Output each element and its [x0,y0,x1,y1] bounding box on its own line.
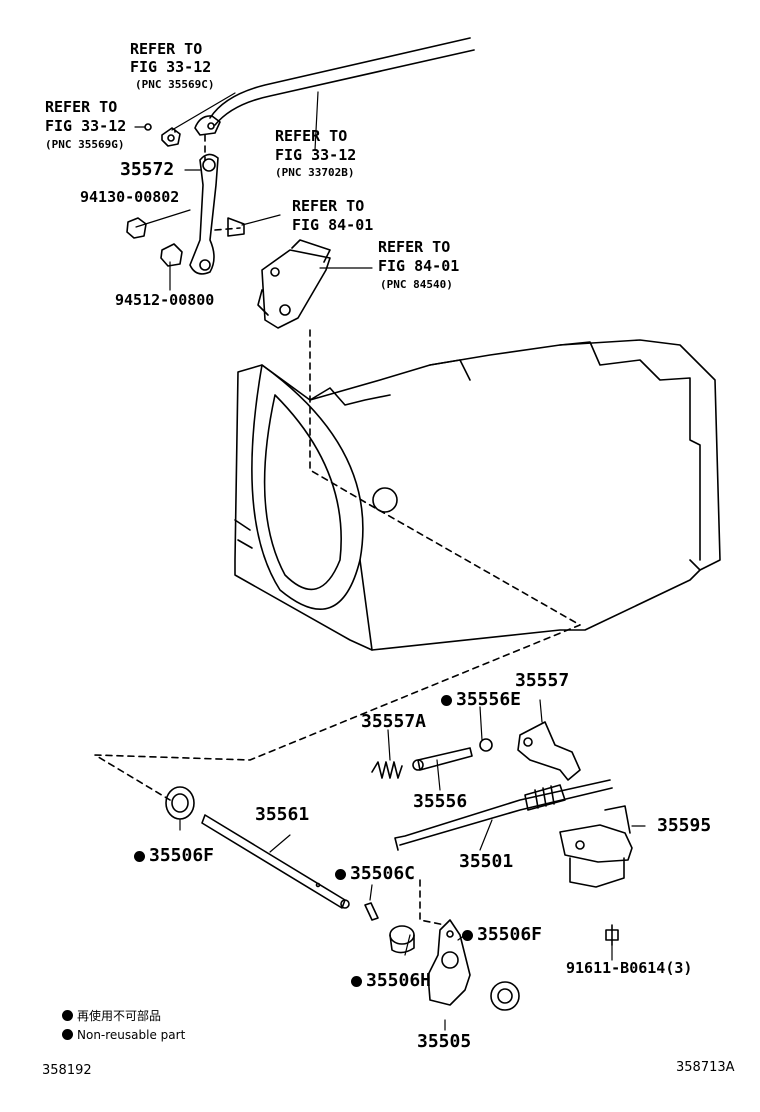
ref-label-3-line3: (PNC 33702B) [275,166,355,179]
part-label-94512-00800: 94512-00800 [115,291,215,309]
ref-label-3-line2: FIG 33-12 [275,146,357,164]
control-cable-upper [194,37,475,136]
ref-label-3-line1: REFER TO [275,127,348,145]
bolt-91611 [605,924,619,946]
spring-35557a [371,761,403,779]
ref-label-2-line3: (PNC 35569G) [45,138,125,151]
part-label-35572: 35572 [120,159,175,180]
part-label-35506c-text: 35506C [350,863,416,884]
part-label-35501: 35501 [459,851,514,872]
ref-label-1-line2: FIG 33-12 [130,58,212,76]
e-ring-35556e [479,738,493,752]
manual-lever-35505 [427,919,471,1006]
nut-small-parts [126,123,245,267]
shaft-35561 [201,814,350,909]
control-cable-35501 [394,779,613,851]
spring-pin-35506c [364,902,379,921]
ref-label-5-line3: (PNC 84540) [380,278,453,291]
oil-seal-35506f-right [490,981,520,1011]
part-label-35506f-left: 35506F [134,847,214,865]
part-label-91611-b0614: 91611-B0614(3) [566,959,693,977]
leader-lines [134,91,646,1031]
ref-label-5-line1: REFER TO [378,238,451,256]
non-reusable-dot-icon [351,976,362,987]
footer-code-right: 358713A [676,1060,735,1075]
legend-line-english: Non-reusable part [62,1028,185,1042]
legend-dot-icon [62,1029,73,1040]
non-reusable-dot-icon [441,695,452,706]
ref-label-1-line1: REFER TO [130,40,203,58]
non-reusable-dot-icon [462,930,473,941]
part-label-35557a: 35557A [361,711,427,732]
legend-text-japanese: 再使用不可部品 [77,1009,162,1023]
part-label-35506f-right: 35506F [462,926,542,944]
part-label-35556e: 35556E [441,691,521,709]
ref-label-1-line3: (PNC 35569C) [135,78,215,91]
part-label-35506f-left-text: 35506F [149,845,215,866]
part-label-35506f-right-text: 35506F [477,924,543,945]
legend-line-japanese: 再使用不可部品 [62,1007,161,1024]
oil-seal-35506f-left [165,786,195,820]
footer-code-left: 358192 [42,1063,92,1078]
non-reusable-dot-icon [134,851,145,862]
part-label-35506h-text: 35506H [366,970,432,991]
transmission-housing [234,339,721,651]
lever-35572 [189,153,219,275]
part-label-35557: 35557 [515,670,570,691]
part-label-35506h: 35506H [351,972,431,990]
bracket-35595 [559,805,633,888]
bushing-35506h [389,925,415,954]
ref-label-4-line1: REFER TO [292,197,365,215]
part-label-35556e-text: 35556E [456,689,522,710]
neutral-start-switch [257,239,331,329]
ref-label-4-line2: FIG 84-01 [292,216,374,234]
legend-dot-icon [62,1010,73,1021]
part-label-94130-00802: 94130-00802 [80,188,180,206]
detent-spring-35557 [517,721,581,781]
alignment-lines [94,129,581,926]
part-label-35561: 35561 [255,804,310,825]
legend-text-english: Non-reusable part [77,1028,186,1042]
pin-35556 [412,747,473,771]
part-label-35595: 35595 [657,815,712,836]
part-label-35506c: 35506C [335,865,415,883]
ref-label-2-line2: FIG 33-12 [45,117,127,135]
part-label-35505: 35505 [417,1031,472,1052]
ref-label-5-line2: FIG 84-01 [378,257,460,275]
non-reusable-dot-icon [335,869,346,880]
part-label-35556: 35556 [413,791,468,812]
ref-label-2-line1: REFER TO [45,98,118,116]
